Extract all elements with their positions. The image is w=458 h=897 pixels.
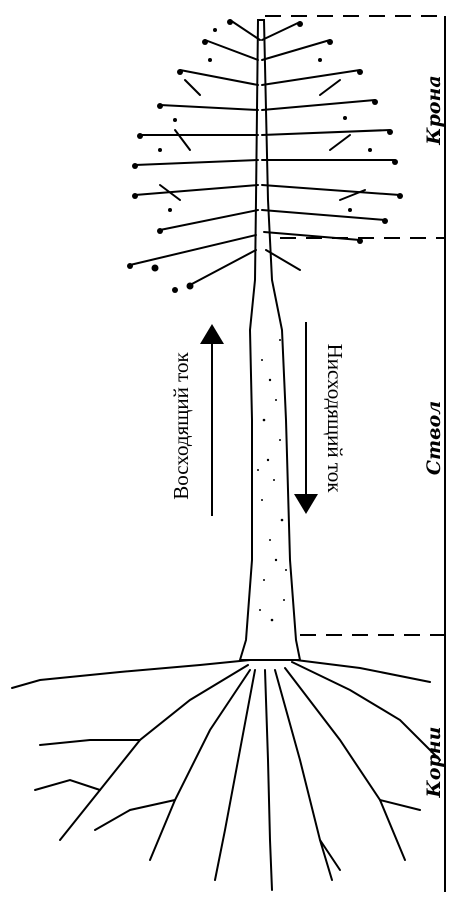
roots-label: Корни (423, 727, 445, 799)
tree-roots (12, 660, 440, 890)
crown-label: Крона (423, 75, 445, 145)
section-dividers (265, 16, 445, 892)
ascending-flow-label: Восходящий ток (169, 351, 193, 499)
tree-trunk (240, 20, 300, 660)
trunk-label: Ствол (423, 401, 445, 475)
descending-flow-label: Нисходящий ток (323, 344, 347, 494)
